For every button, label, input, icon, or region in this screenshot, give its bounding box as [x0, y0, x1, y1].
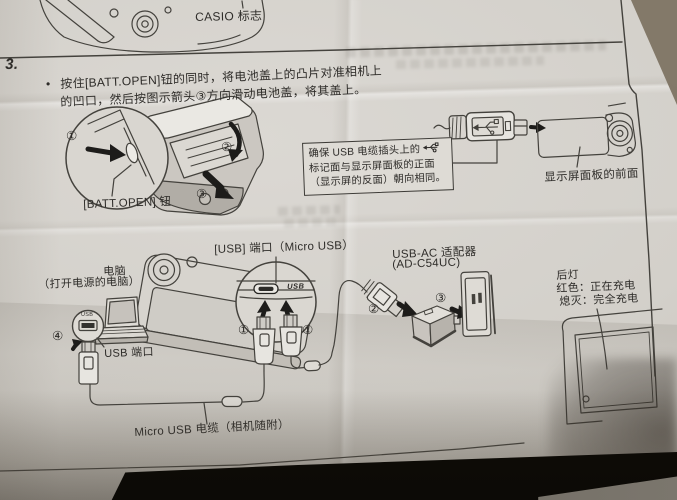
usb-cable-plug-illustration	[433, 110, 546, 142]
note-line1: 确保 USB 电缆插头上的	[308, 144, 421, 160]
batt-open-label: [BATT.OPEN] 钮	[83, 195, 172, 211]
top-rule	[0, 41, 623, 59]
camera-rear-lamp-illustration	[561, 308, 663, 425]
circled-number-3-outlet: ③	[435, 291, 447, 305]
micro-usb-plugs	[252, 314, 303, 372]
usb-ac-adapter-illustration	[411, 305, 461, 348]
circled-number-1-right-plug: ①	[302, 323, 314, 337]
step-bullet: •	[46, 77, 51, 91]
display-panel-illustration	[536, 102, 636, 168]
adapter-label-line2: (AD-C54UC)	[392, 256, 461, 271]
charging-connection-diagram	[71, 253, 663, 425]
wall-outlet-illustration	[460, 271, 496, 337]
camera-open-top-illustration	[39, 0, 265, 53]
note-box-leader	[449, 133, 498, 164]
circled-number-1-batt: ①	[66, 129, 78, 143]
bottom-rule	[0, 442, 525, 472]
battery-cover-diagram	[65, 95, 264, 216]
casio-logo-label: CASIO 标志	[195, 8, 263, 24]
circled-number-1-left-plug: ①	[238, 323, 250, 337]
usb-cables	[89, 279, 368, 425]
circled-number-2-cover: ②	[221, 140, 233, 154]
usb-a-plug-illustration	[78, 341, 99, 385]
usb-trident-icon	[472, 118, 512, 135]
usb-orientation-note-box: 确保 USB 电缆插头上的 标记面与显示屏面板的正面 （显示屏的反面）朝向相同。	[302, 137, 454, 196]
page-right-border	[620, 0, 656, 377]
usb-plug-to-adapter	[361, 279, 418, 318]
circled-number-4-pc: ④	[52, 329, 64, 343]
circled-number-3-slide: ③	[196, 187, 208, 201]
camera-port-usb-marking: USB	[287, 281, 305, 291]
usb-trident-icon	[422, 142, 439, 153]
pc-usb-port-label: USB 端口	[104, 346, 154, 360]
laptop-port-usb-marking: USB	[81, 312, 94, 318]
circled-number-2-adapter-plug: ②	[368, 302, 380, 316]
step-number: 3.	[5, 55, 19, 73]
